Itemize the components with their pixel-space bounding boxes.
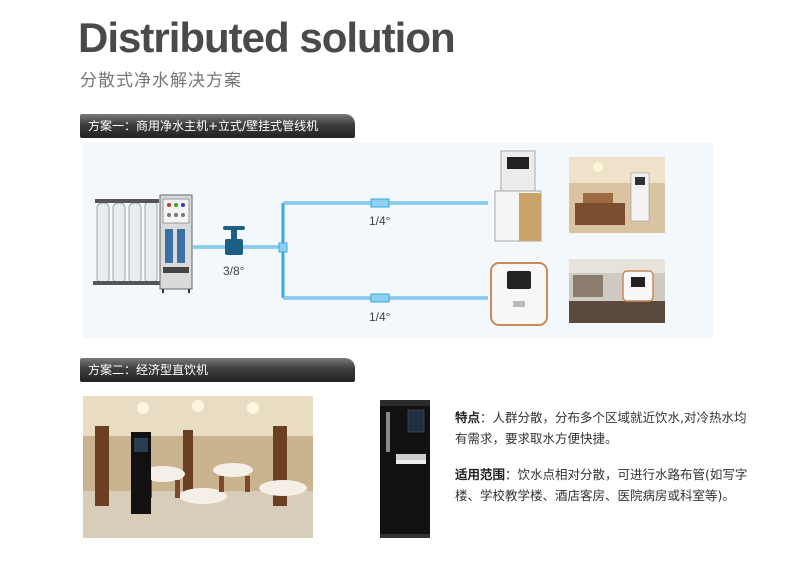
purifier-tanks [93, 199, 163, 285]
pipe-coupler-bottom [370, 293, 390, 303]
page-title: Distributed solution [78, 14, 456, 61]
plan1-diagram: 3/8° 1/4° 1/4° [93, 150, 665, 326]
plan1-diagram-panel: 3/8° 1/4° 1/4° [83, 143, 713, 338]
feature-label: 特点 [455, 410, 481, 425]
valve-icon [223, 226, 245, 255]
standing-dispenser [494, 150, 542, 242]
feature-text: ：人群分散，分布多个区域就近饮水,对冷热水均有需求，要求取水方便快捷。 [455, 410, 747, 446]
feature-paragraph: 特点：人群分散，分布多个区域就近饮水,对冷热水均有需求，要求取水方便快捷。 [455, 407, 755, 449]
pipe-tee-joint [278, 242, 288, 253]
direct-drink-machine [380, 400, 430, 538]
restaurant-photo [83, 396, 313, 538]
plan1-header-bar: 方案一：商用净水主机+立式/壁挂式管线机 [80, 114, 355, 138]
scope-paragraph: 适用范围：饮水点相对分散，可进行水路布管(如写字楼、学校教学楼、酒店客房、医院病… [455, 464, 755, 506]
pipe-coupler-top [370, 198, 390, 208]
bottom-branch-label: 1/4° [369, 310, 391, 324]
plan2-header-bar: 方案二：经济型直饮机 [80, 358, 355, 382]
plan2-description: 特点：人群分散，分布多个区域就近饮水,对冷热水均有需求，要求取水方便快捷。 适用… [455, 407, 755, 521]
page-subtitle: 分散式净水解决方案 [80, 71, 242, 91]
scope-text: ：饮水点相对分散，可进行水路布管(如写字楼、学校教学楼、酒店客房、医院病房或科室… [455, 467, 748, 503]
main-pipe-label: 3/8° [223, 264, 245, 278]
purifier-control-unit [159, 194, 193, 293]
kitchen-photo [569, 259, 665, 323]
scope-label: 适用范围 [455, 467, 506, 482]
wall-dispenser [490, 262, 548, 326]
living-room-photo [569, 157, 665, 233]
top-branch-label: 1/4° [369, 214, 391, 228]
